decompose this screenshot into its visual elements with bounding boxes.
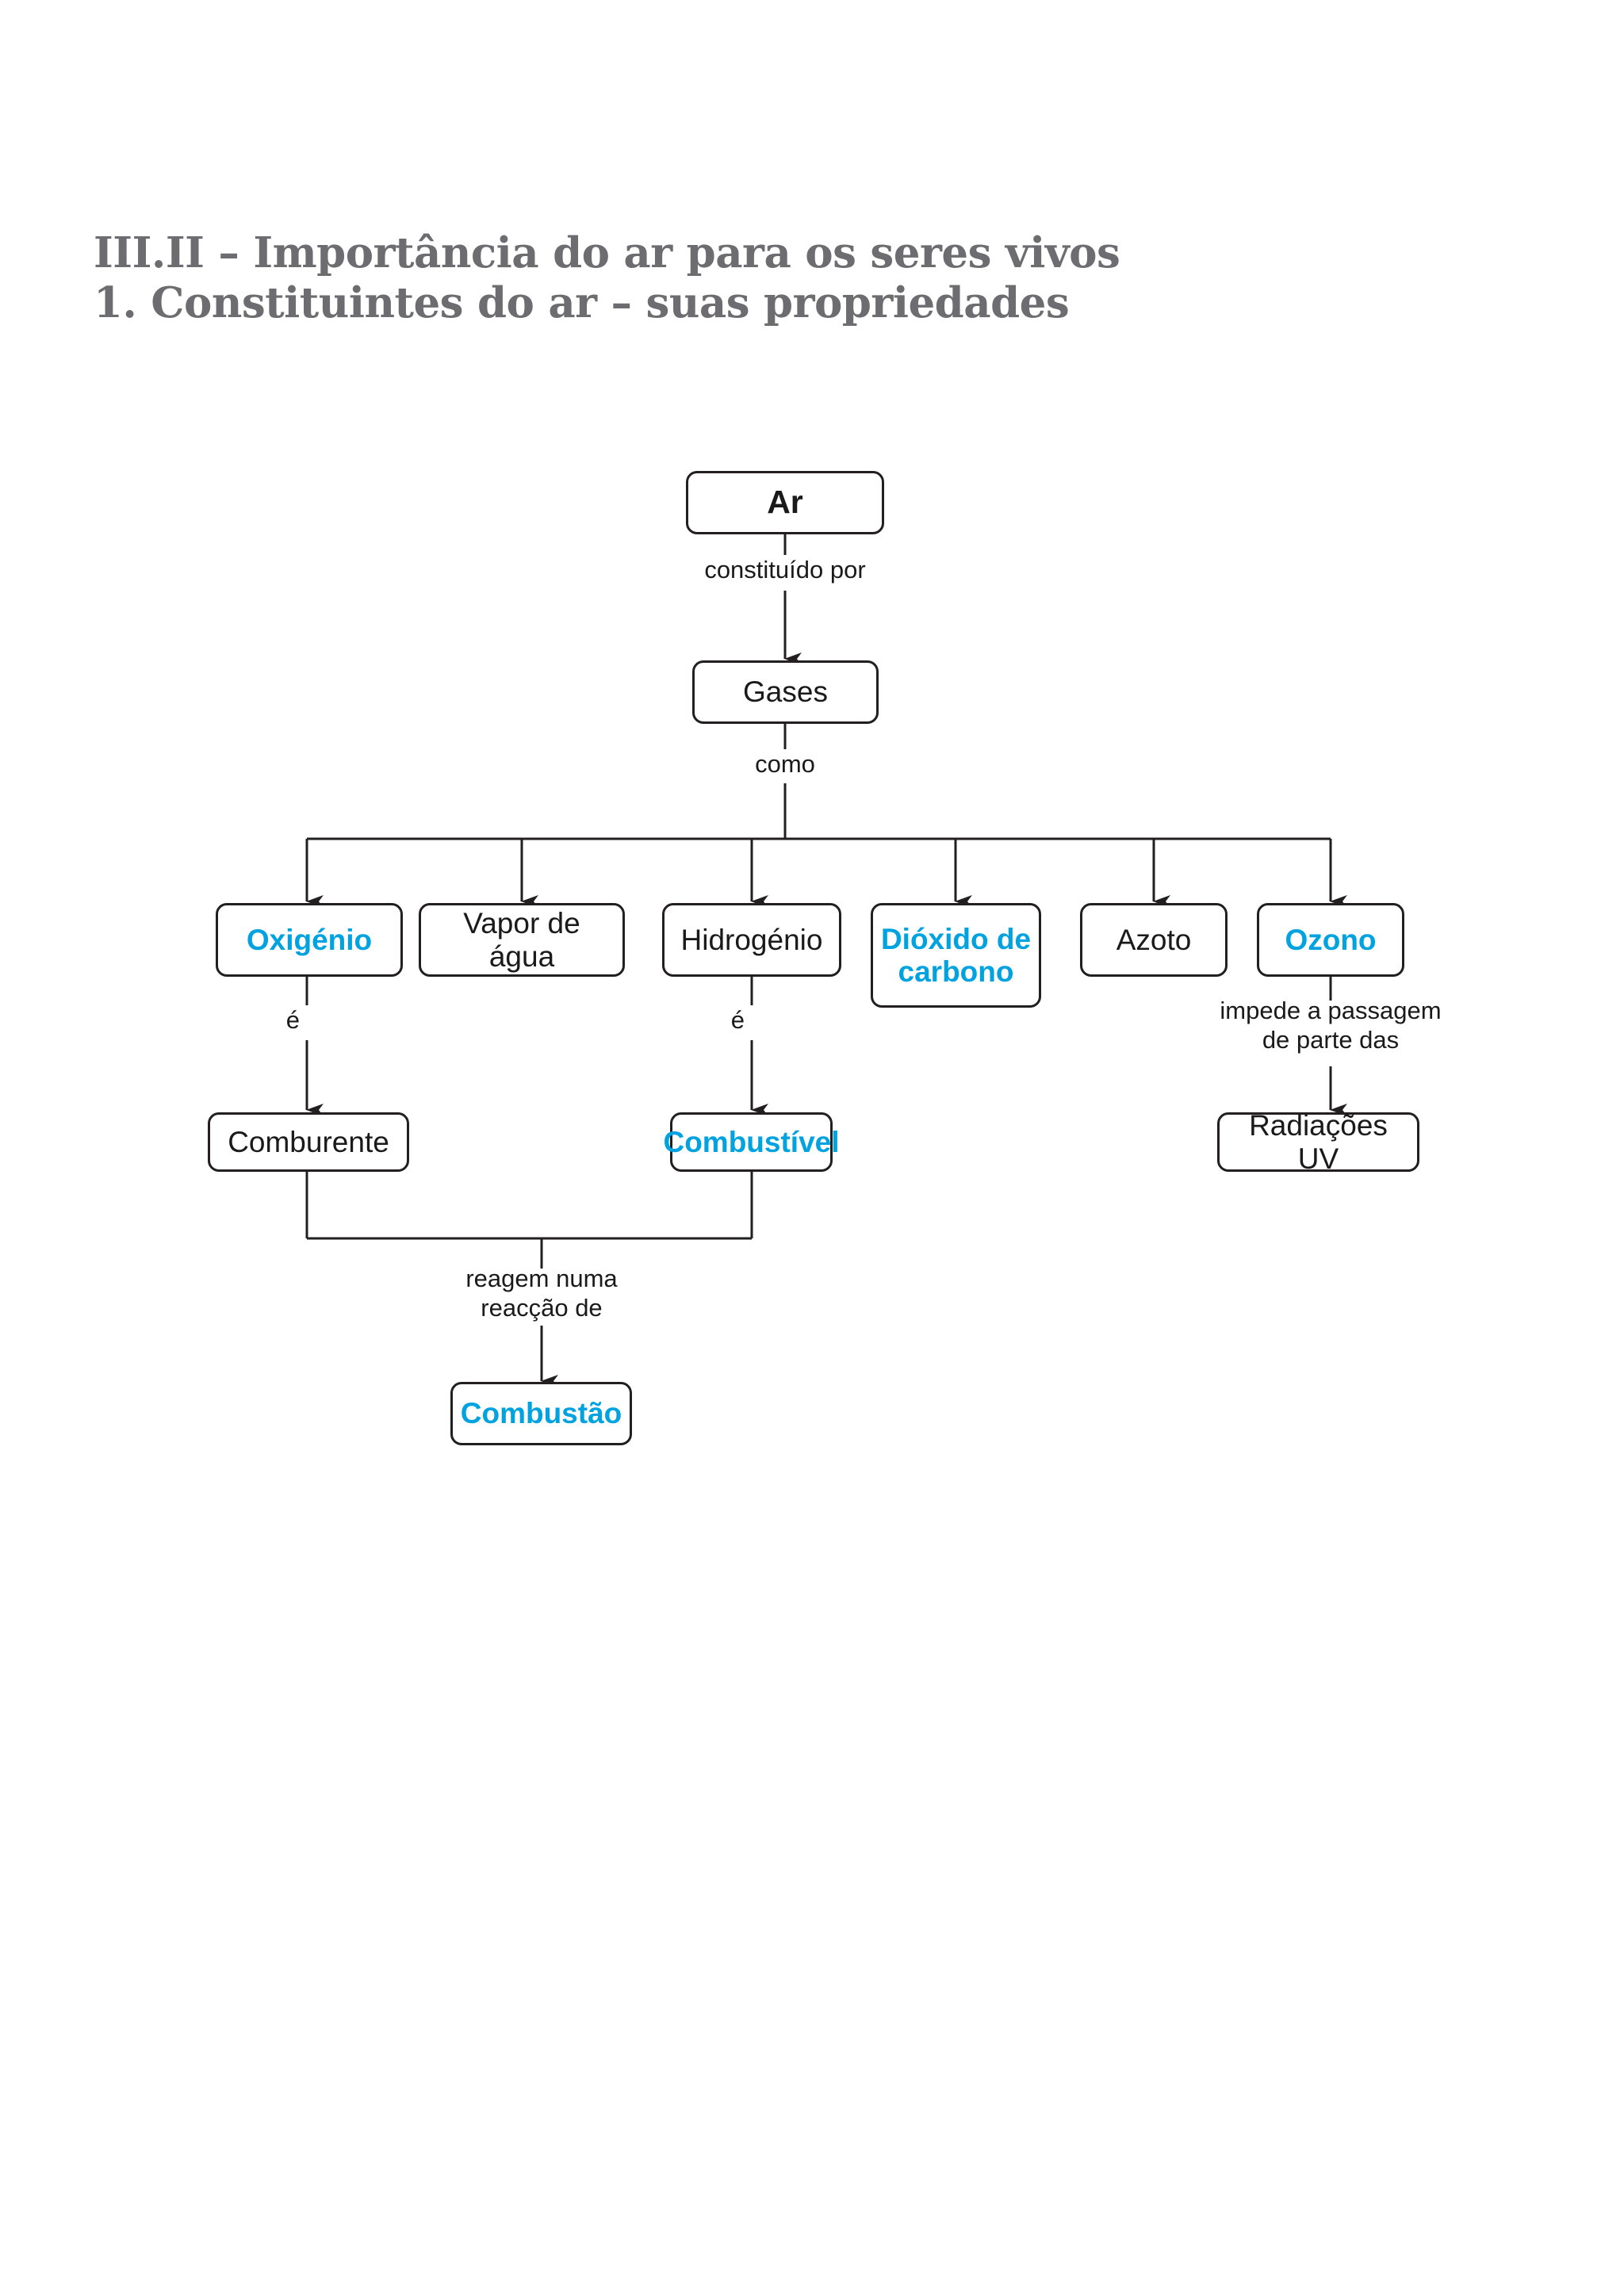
heading-subsection-title: 1. Constituintes do ar – suas propriedad… bbox=[94, 277, 1070, 327]
edge-label-reagem-numa-reaccao-de: reagem numa reacção de bbox=[465, 1265, 618, 1322]
node-comburente[interactable]: Comburente bbox=[208, 1112, 409, 1172]
heading-section-title: III.II – Importância do ar para os seres… bbox=[94, 228, 1120, 277]
node-azoto[interactable]: Azoto bbox=[1080, 903, 1228, 977]
edge-label-e-hidrogenio: é bbox=[730, 1006, 745, 1034]
edge-label-como: como bbox=[755, 750, 815, 778]
node-radiacoes-uv[interactable]: Radiações UV bbox=[1217, 1109, 1419, 1175]
edge-label-e-oxigenio: é bbox=[285, 1006, 300, 1034]
node-combustivel[interactable]: Combustível bbox=[663, 1112, 840, 1172]
node-hidrogenio[interactable]: Hidrogénio bbox=[662, 903, 841, 977]
node-vapor-de-agua[interactable]: Vapor de água bbox=[419, 903, 625, 977]
edge-label-constituido-por: constituído por bbox=[704, 556, 866, 584]
node-ozono[interactable]: Ozono bbox=[1257, 903, 1404, 977]
node-gases[interactable]: Gases bbox=[692, 660, 879, 724]
node-combustao[interactable]: Combustão bbox=[450, 1382, 632, 1445]
edge-label-impede-passagem: impede a passagem de parte das bbox=[1220, 997, 1442, 1054]
node-ar[interactable]: Ar bbox=[686, 471, 884, 534]
node-dioxido-de-carbono[interactable]: Dióxido de carbono bbox=[871, 903, 1041, 1008]
node-oxigenio[interactable]: Oxigénio bbox=[216, 903, 403, 977]
page-headings: III.II – Importância do ar para os seres… bbox=[94, 228, 1521, 327]
